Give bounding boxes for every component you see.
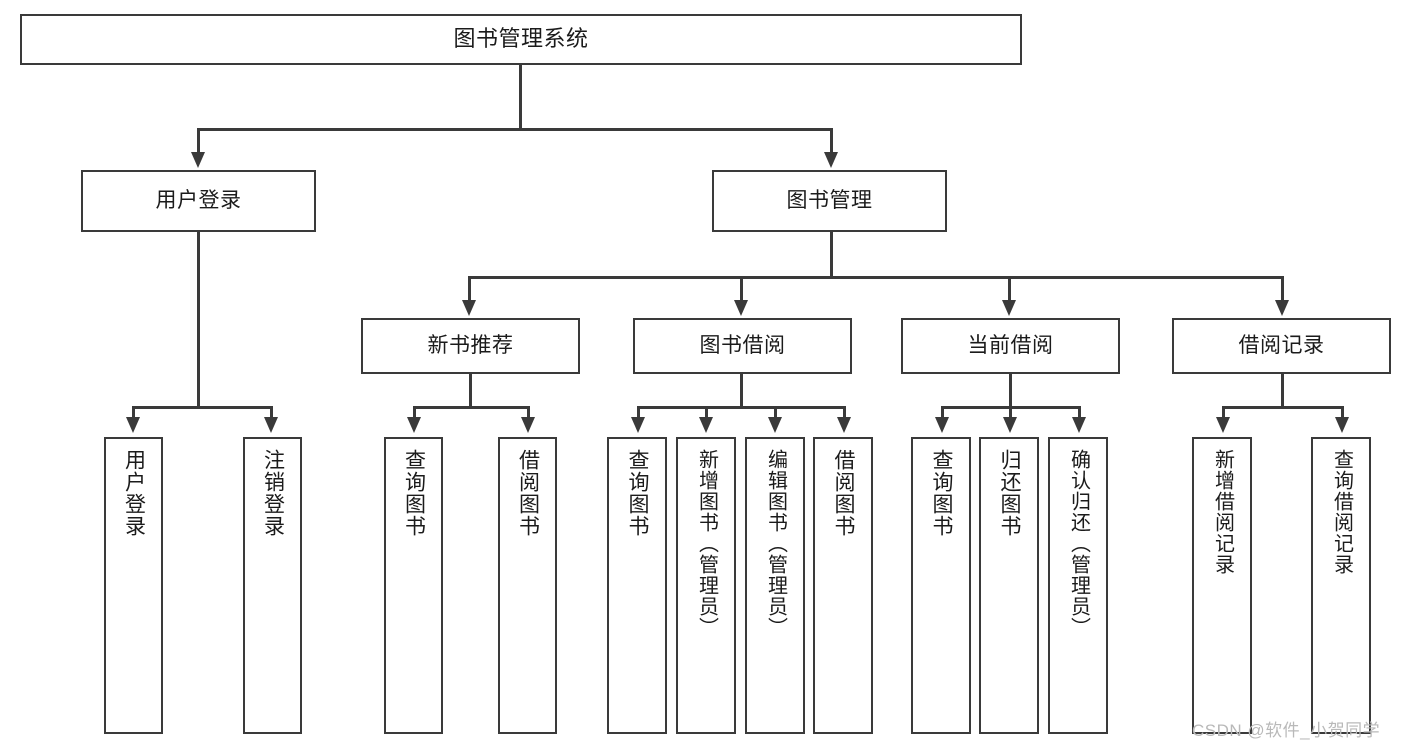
- node-book-management[interactable]: 图书管理: [712, 170, 947, 232]
- leaf-confirm-return-admin[interactable]: 确认归还（管理员）: [1048, 437, 1108, 734]
- node-book-borrow[interactable]: 图书借阅: [633, 318, 852, 374]
- leaf-query-book-recommend[interactable]: 查询图书: [384, 437, 443, 734]
- connector-user-login-leaf1: [132, 406, 135, 418]
- connector-root-bus: [197, 128, 832, 131]
- node-label: 归还图书: [998, 449, 1022, 537]
- arrow-new-book-leaf1: [407, 417, 421, 433]
- node-new-book-recommend[interactable]: 新书推荐: [361, 318, 580, 374]
- connector-to-borrow-record: [1281, 276, 1284, 302]
- node-label: 查询图书: [930, 449, 954, 537]
- leaf-add-borrow-record[interactable]: 新增借阅记录: [1192, 437, 1252, 734]
- connector-new-book-leaf1: [413, 406, 416, 418]
- node-user-login[interactable]: 用户登录: [81, 170, 316, 232]
- node-label: 查询图书: [626, 449, 650, 537]
- connector-current-borrow-leaf3: [1078, 406, 1081, 418]
- node-label: 新增图书（管理员）: [695, 449, 718, 638]
- connector-borrow-record-stem: [1281, 374, 1284, 408]
- connector-book-borrow-leaf3: [774, 406, 777, 418]
- arrow-user-login-leaf2: [264, 417, 278, 433]
- connector-borrow-record-leaf1: [1222, 406, 1225, 418]
- connector-root-to-user-login: [197, 128, 200, 154]
- node-label: 确认归还（管理员）: [1067, 449, 1090, 638]
- node-label: 注销登录: [261, 449, 285, 537]
- node-label: 用户登录: [155, 189, 242, 213]
- node-label: 当前借阅: [967, 334, 1054, 358]
- connector-book-borrow-bus: [637, 406, 843, 409]
- leaf-borrow-book-recommend[interactable]: 借阅图书: [498, 437, 557, 734]
- arrow-to-book-borrow: [734, 300, 748, 316]
- connector-current-borrow-leaf1: [941, 406, 944, 418]
- leaf-query-book-current[interactable]: 查询图书: [911, 437, 971, 734]
- node-label: 新增借阅记录: [1211, 449, 1234, 575]
- node-label: 查询图书: [402, 449, 426, 537]
- arrow-book-borrow-leaf3: [768, 417, 782, 433]
- node-root-book-management-system[interactable]: 图书管理系统: [20, 14, 1022, 65]
- leaf-query-borrow-record[interactable]: 查询借阅记录: [1311, 437, 1371, 734]
- arrow-current-borrow-leaf1: [935, 417, 949, 433]
- node-label: 借阅图书: [832, 449, 856, 537]
- connector-user-login-leaf2: [270, 406, 273, 418]
- arrow-to-new-book: [462, 300, 476, 316]
- arrow-current-borrow-leaf3: [1072, 417, 1086, 433]
- connector-new-book-bus: [413, 406, 527, 409]
- node-label: 图书借阅: [699, 334, 786, 358]
- node-label: 图书管理: [786, 189, 873, 213]
- csdn-watermark: CSDN @软件_小贺同学: [1192, 721, 1381, 740]
- connector-current-borrow-leaf2: [1009, 406, 1012, 418]
- node-label: 查询借阅记录: [1330, 449, 1353, 575]
- connector-book-borrow-stem: [740, 374, 743, 408]
- node-label: 用户登录: [122, 449, 146, 537]
- connector-book-borrow-leaf1: [637, 406, 640, 418]
- arrow-root-to-user-login: [191, 152, 205, 168]
- arrow-to-borrow-record: [1275, 300, 1289, 316]
- connector-to-book-borrow: [740, 276, 743, 302]
- connector-book-borrow-leaf2: [705, 406, 708, 418]
- leaf-logout[interactable]: 注销登录: [243, 437, 302, 734]
- connector-level2-bus: [468, 276, 1284, 279]
- node-label: 编辑图书（管理员）: [764, 449, 787, 638]
- node-label: 借阅图书: [516, 449, 540, 537]
- connector-root-stem: [519, 65, 522, 130]
- arrow-root-to-book-management: [824, 152, 838, 168]
- arrow-current-borrow-leaf2: [1003, 417, 1017, 433]
- arrow-to-current-borrow: [1002, 300, 1016, 316]
- connector-to-new-book: [468, 276, 471, 302]
- connector-book-borrow-leaf4: [843, 406, 846, 418]
- arrow-book-borrow-leaf1: [631, 417, 645, 433]
- arrow-borrow-record-leaf2: [1335, 417, 1349, 433]
- node-borrow-record[interactable]: 借阅记录: [1172, 318, 1391, 374]
- connector-current-borrow-stem: [1009, 374, 1012, 408]
- connector-borrow-record-bus: [1222, 406, 1341, 409]
- leaf-query-book-borrow[interactable]: 查询图书: [607, 437, 667, 734]
- node-current-borrow[interactable]: 当前借阅: [901, 318, 1120, 374]
- connector-new-book-stem: [469, 374, 472, 408]
- connector-to-current-borrow: [1008, 276, 1011, 302]
- leaf-edit-book-admin[interactable]: 编辑图书（管理员）: [745, 437, 805, 734]
- connector-book-management-stem: [830, 232, 833, 278]
- leaf-add-book-admin[interactable]: 新增图书（管理员）: [676, 437, 736, 734]
- connector-user-login-stem: [197, 232, 200, 408]
- leaf-user-login[interactable]: 用户登录: [104, 437, 163, 734]
- node-label: 借阅记录: [1238, 334, 1325, 358]
- leaf-borrow-book[interactable]: 借阅图书: [813, 437, 873, 734]
- arrow-new-book-leaf2: [521, 417, 535, 433]
- connector-root-to-book-management: [830, 128, 833, 154]
- connector-user-login-bus: [132, 406, 270, 409]
- arrow-user-login-leaf1: [126, 417, 140, 433]
- arrow-borrow-record-leaf1: [1216, 417, 1230, 433]
- leaf-return-book[interactable]: 归还图书: [979, 437, 1039, 734]
- connector-borrow-record-leaf2: [1341, 406, 1344, 418]
- node-label: 新书推荐: [427, 334, 514, 358]
- node-label: 图书管理系统: [453, 26, 589, 52]
- connector-new-book-leaf2: [527, 406, 530, 418]
- arrow-book-borrow-leaf2: [699, 417, 713, 433]
- arrow-book-borrow-leaf4: [837, 417, 851, 433]
